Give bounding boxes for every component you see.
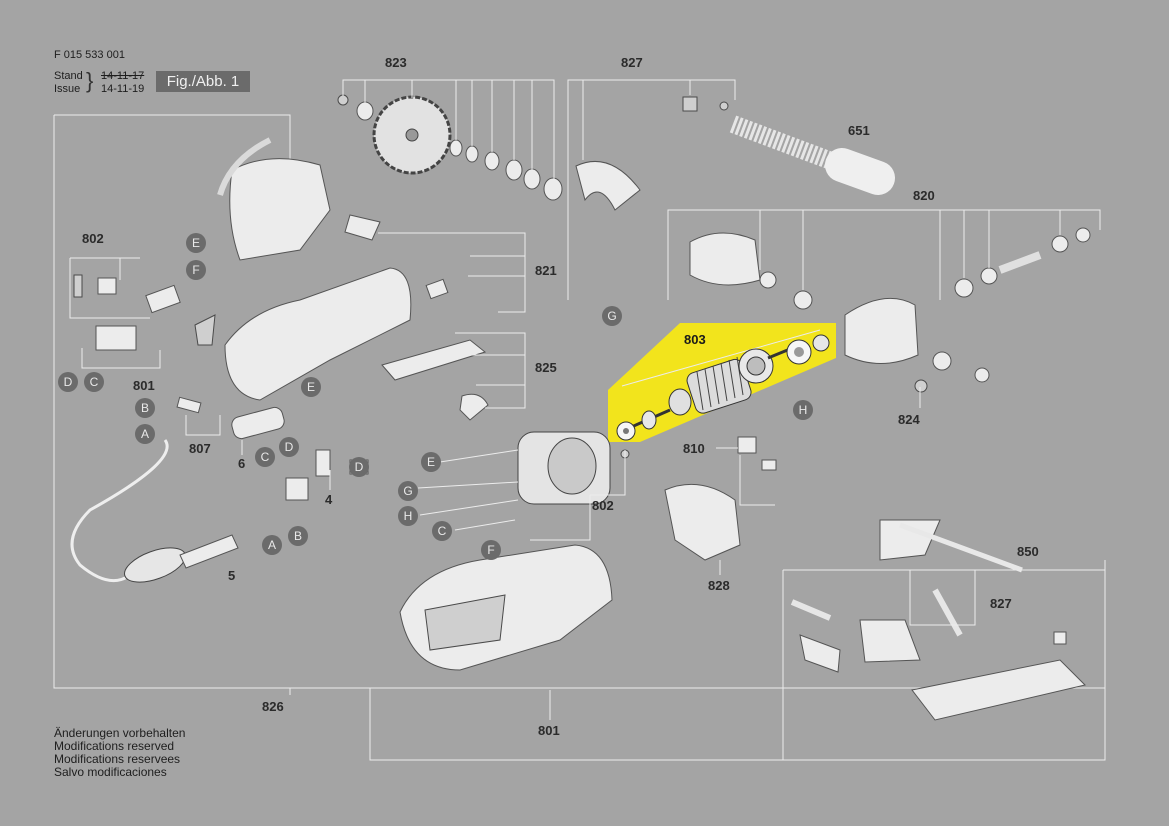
connector-D-left: D — [58, 372, 78, 392]
connector-G-right: G — [602, 306, 622, 326]
svg-text:B: B — [141, 401, 149, 415]
connector-G-stator: G — [398, 481, 418, 501]
svg-text:E: E — [427, 455, 435, 469]
footer-line: Modifications reserved — [54, 739, 175, 753]
part-number-803: 803 — [684, 332, 706, 347]
part-number-802-mid: 802 — [592, 498, 614, 513]
footer-line: Salvo modificaciones — [54, 765, 167, 779]
svg-text:C: C — [261, 450, 270, 464]
connector-F-top: F — [186, 260, 206, 280]
part-numbers: 823 827 651 820 802 821 825 801 807 6 4 … — [82, 55, 1039, 738]
armature-highlight: 803 — [608, 323, 836, 442]
svg-text:C: C — [438, 524, 447, 538]
connector-C-left: C — [84, 372, 104, 392]
connector-B-left: B — [135, 398, 155, 418]
part-number-801-bottom: 801 — [538, 723, 560, 738]
part-number-4: 4 — [325, 492, 333, 507]
new-date: 14-11-19 — [101, 83, 145, 95]
svg-text:D: D — [64, 375, 73, 389]
spindle-651 — [729, 115, 895, 195]
part-number-810: 810 — [683, 441, 705, 456]
part-number-826: 826 — [262, 699, 284, 714]
svg-text:H: H — [404, 509, 413, 523]
part-number-828: 828 — [708, 578, 730, 593]
connector-A-low: A — [262, 535, 282, 555]
stator-802 — [517, 431, 611, 505]
connector-markers: E F D C B A E D C D B A E G H C F G H — [58, 233, 813, 560]
stand-label: Stand — [54, 70, 83, 82]
svg-text:F: F — [487, 543, 494, 557]
connector-E-stator: E — [421, 452, 441, 472]
footer-line: Änderungen vorbehalten — [54, 726, 186, 740]
armature-rotor — [619, 347, 791, 434]
connector-D-right: D — [349, 457, 369, 477]
svg-text:E: E — [307, 380, 315, 394]
svg-text:A: A — [268, 538, 276, 552]
svg-text:H: H — [799, 403, 808, 417]
connector-B-low: B — [288, 526, 308, 546]
part-number-824: 824 — [898, 412, 920, 427]
part-number-5: 5 — [228, 568, 235, 583]
old-date: 14-11-17 — [101, 70, 145, 82]
part-number-850: 850 — [1017, 544, 1039, 559]
svg-text:F: F — [192, 263, 199, 277]
connector-C-mid: C — [255, 447, 275, 467]
connector-F-stator: F — [481, 540, 501, 560]
connector-H-right: H — [793, 400, 813, 420]
brace: } — [86, 68, 94, 93]
part-number-823: 823 — [385, 55, 407, 70]
connector-D-mid: D — [279, 437, 299, 457]
part-number-820: 820 — [913, 188, 935, 203]
connector-E-top: E — [186, 233, 206, 253]
connector-H-stator: H — [398, 506, 418, 526]
footer-notes: Änderungen vorbehalten Modifications res… — [54, 727, 185, 779]
part-number-801-left: 801 — [133, 378, 155, 393]
svg-text:E: E — [192, 236, 200, 250]
svg-text:D: D — [285, 440, 294, 454]
svg-text:C: C — [90, 375, 99, 389]
svg-text:A: A — [141, 427, 149, 441]
svg-text:G: G — [607, 309, 616, 323]
part-number-825: 825 — [535, 360, 557, 375]
leader-lines — [69, 79, 1101, 720]
part-number-827-top: 827 — [621, 55, 643, 70]
connector-C-stator: C — [432, 521, 452, 541]
part-number-802-left: 802 — [82, 231, 104, 246]
footer-line: Modifications reservees — [54, 752, 181, 766]
part-number-821: 821 — [535, 263, 557, 278]
part-drawings — [70, 94, 1091, 721]
issue-label: Issue — [54, 83, 81, 95]
connector-A-left: A — [135, 424, 155, 444]
saw-blade — [372, 95, 452, 175]
svg-text:G: G — [403, 484, 412, 498]
part-number-807: 807 — [189, 441, 211, 456]
part-number-6: 6 — [238, 456, 245, 471]
svg-text:D: D — [355, 460, 364, 474]
part-number-651: 651 — [848, 123, 870, 138]
frame-lines — [53, 114, 1106, 761]
connector-E-mid: E — [301, 377, 321, 397]
figure-label: Fig./Abb. 1 — [156, 71, 250, 92]
part-number-827-right: 827 — [990, 596, 1012, 611]
document-number: F 015 533 001 — [54, 49, 125, 61]
svg-text:B: B — [294, 529, 302, 543]
